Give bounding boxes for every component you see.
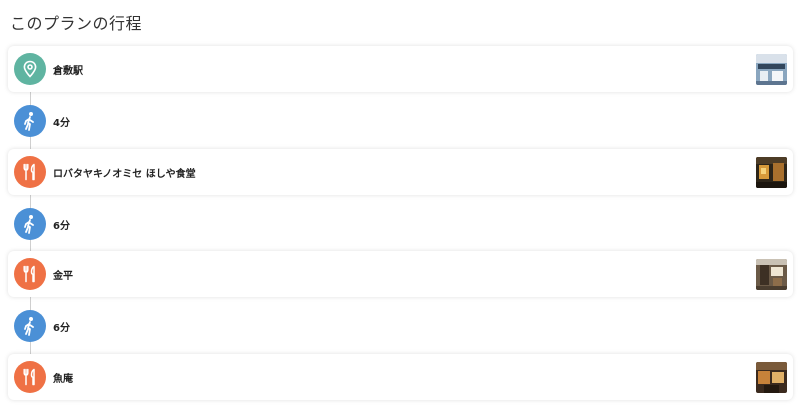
walk-segment: 6分 xyxy=(8,201,793,247)
page-title: このプランの行程 xyxy=(10,14,143,33)
itinerary-item-label: 魚庵 xyxy=(53,373,73,385)
walk-duration: 6分 xyxy=(53,220,70,232)
itinerary-item-label: ロバタヤキノオミセ ほしや食堂 xyxy=(53,168,196,180)
spot-photo[interactable] xyxy=(756,156,787,188)
spot-photo[interactable] xyxy=(756,361,787,393)
walking-person-icon xyxy=(14,105,46,137)
walk-duration: 4分 xyxy=(53,117,70,129)
walk-duration: 6分 xyxy=(53,322,70,334)
fork-knife-icon xyxy=(14,156,46,188)
spot-photo[interactable] xyxy=(756,258,787,290)
walking-person-icon xyxy=(14,310,46,342)
itinerary-item-restaurant[interactable]: 金平 xyxy=(8,251,793,297)
walking-person-icon xyxy=(14,208,46,240)
fork-knife-icon xyxy=(14,361,46,393)
itinerary-item-station[interactable]: 倉敷駅 xyxy=(8,46,793,92)
itinerary-item-restaurant[interactable]: 魚庵 xyxy=(8,354,793,400)
walk-segment: 6分 xyxy=(8,303,793,349)
walk-segment: 4分 xyxy=(8,98,793,144)
itinerary-item-label: 倉敷駅 xyxy=(53,65,83,77)
fork-knife-icon xyxy=(14,258,46,290)
spot-photo[interactable] xyxy=(756,53,787,85)
itinerary-item-label: 金平 xyxy=(53,270,73,282)
itinerary-item-restaurant[interactable]: ロバタヤキノオミセ ほしや食堂 xyxy=(8,149,793,195)
map-pin-icon xyxy=(14,53,46,85)
